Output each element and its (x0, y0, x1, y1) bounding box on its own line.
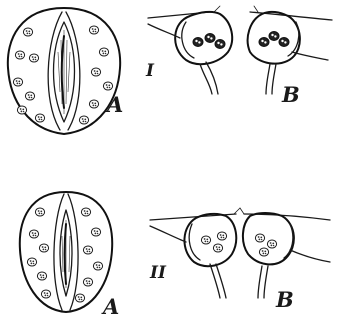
label-a-closed: A (101, 294, 119, 319)
label-b-closed: B (275, 287, 294, 312)
label-a-open: A (105, 92, 123, 117)
stoma-closed-cross-section (150, 208, 330, 298)
stoma-open-cross-section (148, 6, 332, 94)
label-roman-ii: II (149, 263, 167, 283)
label-roman-i: I (145, 61, 155, 81)
stoma-closed-surface-view (20, 192, 112, 312)
label-b-open: B (281, 82, 300, 107)
stoma-open-surface-view (8, 8, 120, 134)
